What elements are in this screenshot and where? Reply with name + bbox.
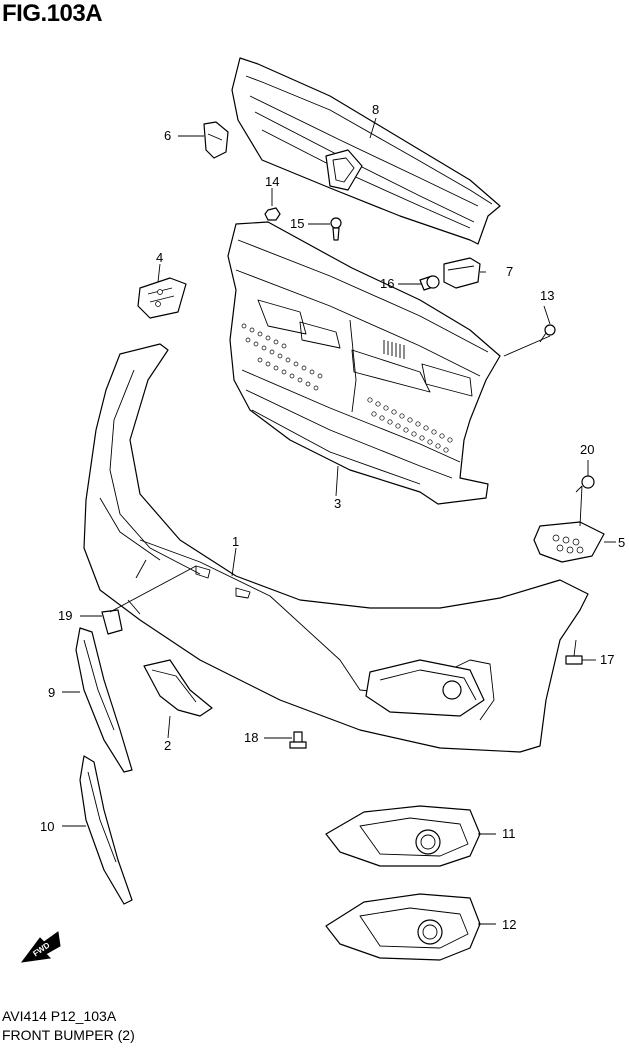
part-4-bracket[interactable] (137, 277, 187, 319)
callout-20: 20 (580, 442, 594, 457)
part-10-side-trim[interactable] (79, 755, 133, 905)
fwd-arrow: FWD (20, 931, 61, 963)
part-12-fog-bezel[interactable] (325, 893, 481, 961)
part-3-grille-frame[interactable] (227, 221, 501, 505)
part-1-bumper-cover[interactable] (83, 343, 589, 753)
callout-5: 5 (618, 535, 625, 550)
callout-2: 2 (164, 738, 171, 753)
callout-7: 7 (506, 264, 513, 279)
grille-mesh-left (241, 323, 323, 391)
callout-8: 8 (372, 102, 379, 117)
part-19-clip[interactable] (101, 609, 123, 635)
part-2-deflector[interactable] (143, 659, 213, 717)
callout-6: 6 (164, 128, 171, 143)
part-5-side-bracket[interactable] (533, 521, 605, 563)
callout-11: 11 (502, 826, 516, 841)
part-11-fog-bezel[interactable] (325, 805, 481, 867)
part-8-front-grille[interactable] (231, 57, 501, 245)
callout-3: 3 (334, 496, 341, 511)
callout-4: 4 (156, 250, 163, 265)
part-13-screw[interactable] (539, 324, 556, 343)
figure-title: FIG.103A (2, 0, 103, 27)
callout-1: 1 (232, 534, 239, 549)
part-16-bolt[interactable] (419, 275, 440, 291)
figure-name: FRONT BUMPER (2) (2, 1027, 135, 1043)
leader-lines (62, 117, 616, 925)
callout-12: 12 (502, 917, 516, 932)
callout-17: 17 (600, 652, 614, 667)
part-7-clip[interactable] (443, 257, 481, 289)
part-15-screw[interactable] (330, 217, 342, 241)
callout-9: 9 (48, 685, 55, 700)
callout-numbers: 8 6 14 15 7 16 13 4 20 3 5 1 17 19 9 2 1… (40, 102, 625, 932)
part-6-bracket[interactable] (203, 121, 229, 159)
callout-14: 14 (265, 174, 279, 189)
callout-10: 10 (40, 819, 54, 834)
callout-16: 16 (380, 276, 394, 291)
callout-18: 18 (244, 730, 258, 745)
part-17-fastener[interactable] (565, 639, 583, 665)
part-20-bolt[interactable] (575, 475, 595, 493)
figure-code: AVI414 P12_103A (2, 1008, 117, 1024)
callout-13: 13 (540, 288, 554, 303)
part-18-bolt[interactable] (289, 731, 307, 749)
callout-19: 19 (58, 608, 72, 623)
grille-label-barcode (383, 340, 405, 359)
callout-15: 15 (290, 216, 304, 231)
grille-mesh-right (367, 397, 453, 453)
part-14-nut[interactable] (264, 207, 281, 221)
part-9-side-trim[interactable] (75, 627, 133, 773)
